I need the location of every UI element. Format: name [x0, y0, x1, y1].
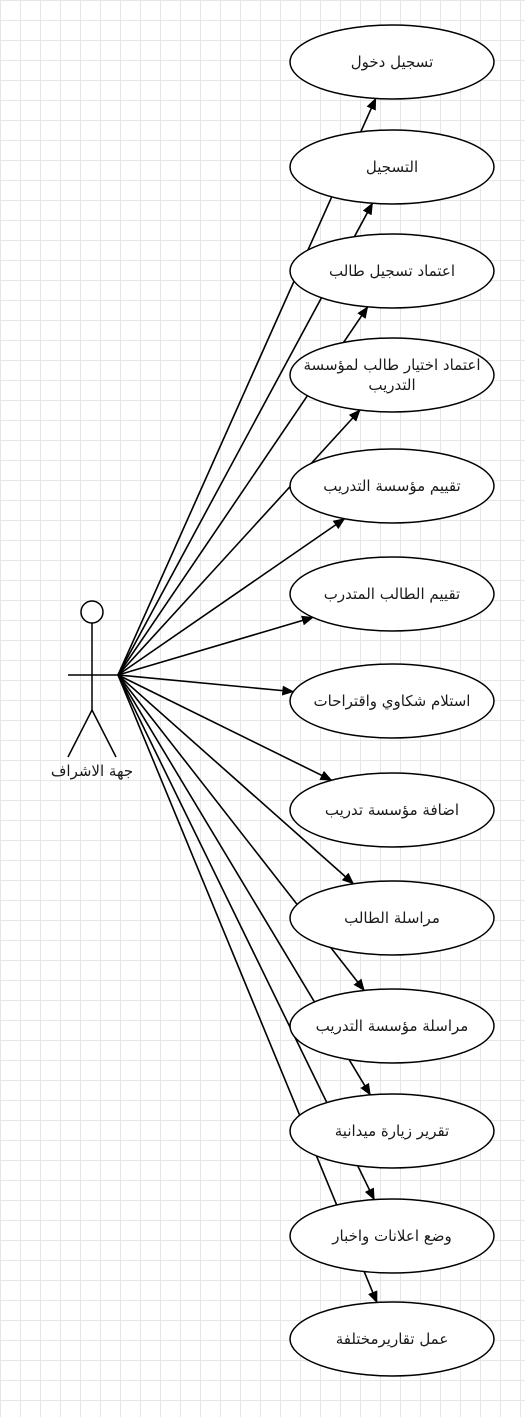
- use-case: اعتماد اختيار طالب لمؤسسة التدريب: [289, 337, 495, 413]
- association-arrow: [117, 674, 378, 1304]
- actor-head: [80, 600, 104, 624]
- use-case: تقرير زيارة ميدانية: [289, 1093, 495, 1169]
- use-case: تسجيل دخول: [289, 24, 495, 100]
- use-case-ellipse: [289, 129, 495, 205]
- use-case: التسجيل: [289, 129, 495, 205]
- use-case-label: تقييم مؤسسة التدريب: [323, 477, 460, 495]
- use-case-label: اعتماد تسجيل طالب: [329, 262, 455, 280]
- use-case-label: مراسلة مؤسسة التدريب: [316, 1017, 469, 1035]
- use-case-label: تقرير زيارة ميدانية: [335, 1122, 449, 1140]
- use-case-ellipse: [289, 988, 495, 1064]
- use-case-label: استلام شكاوي واقتراحات: [314, 692, 471, 711]
- association-arrow: [117, 674, 295, 696]
- use-case: استلام شكاوي واقتراحات: [289, 663, 495, 739]
- use-case: عمل تقاريرمختلفة: [289, 1301, 495, 1377]
- use-case-label: عمل تقاريرمختلفة: [336, 1330, 449, 1348]
- association-arrow: [117, 674, 355, 885]
- use-case-label: تسجيل دخول: [351, 53, 434, 71]
- use-case-ellipse: [289, 24, 495, 100]
- association-arrow: [117, 409, 361, 676]
- actor-left-leg: [67, 709, 93, 758]
- use-case-ellipse: [289, 337, 495, 413]
- association-arrow: [117, 518, 346, 676]
- use-case-label: التدريب: [368, 376, 415, 394]
- use-case: اعتماد تسجيل طالب: [289, 233, 495, 309]
- use-case-ellipse: [289, 556, 495, 632]
- use-case: اضافة مؤسسة تدريب: [289, 772, 495, 848]
- use-case-ellipse: [289, 663, 495, 739]
- use-case-ellipse: [289, 880, 495, 956]
- actor-right-leg: [91, 709, 117, 758]
- use-case: مراسلة مؤسسة التدريب: [289, 988, 495, 1064]
- use-case: مراسلة الطالب: [289, 880, 495, 956]
- use-case-label: تقييم الطالب المتدرب: [324, 585, 460, 603]
- association-arrow: [117, 674, 333, 781]
- use-cases: تسجيل دخول التسجيل اعتماد تسجيل طالب اعتماد…: [289, 24, 495, 1377]
- use-case-ellipse: [289, 1301, 495, 1377]
- association-arrow: [117, 615, 314, 676]
- use-case-ellipse: [289, 1093, 495, 1169]
- use-case-label: التسجيل: [366, 158, 418, 176]
- actor-label: جهة الاشراف: [51, 762, 133, 780]
- use-case-label: اعتماد اختيار طالب لمؤسسة: [304, 356, 481, 374]
- use-case: تقييم مؤسسة التدريب: [289, 448, 495, 524]
- use-case: تقييم الطالب المتدرب: [289, 556, 495, 632]
- use-case-ellipse: [289, 233, 495, 309]
- use-case-label: وضع اعلانات واخبار: [331, 1227, 451, 1245]
- use-case-label: اضافة مؤسسة تدريب: [325, 801, 459, 819]
- use-case-ellipse: [289, 1198, 495, 1274]
- use-case: وضع اعلانات واخبار: [289, 1198, 495, 1274]
- use-case-ellipse: [289, 772, 495, 848]
- use-case-label: مراسلة الطالب: [344, 909, 440, 927]
- use-case-ellipse: [289, 448, 495, 524]
- actor-supervision: جهة الاشراف: [51, 600, 133, 780]
